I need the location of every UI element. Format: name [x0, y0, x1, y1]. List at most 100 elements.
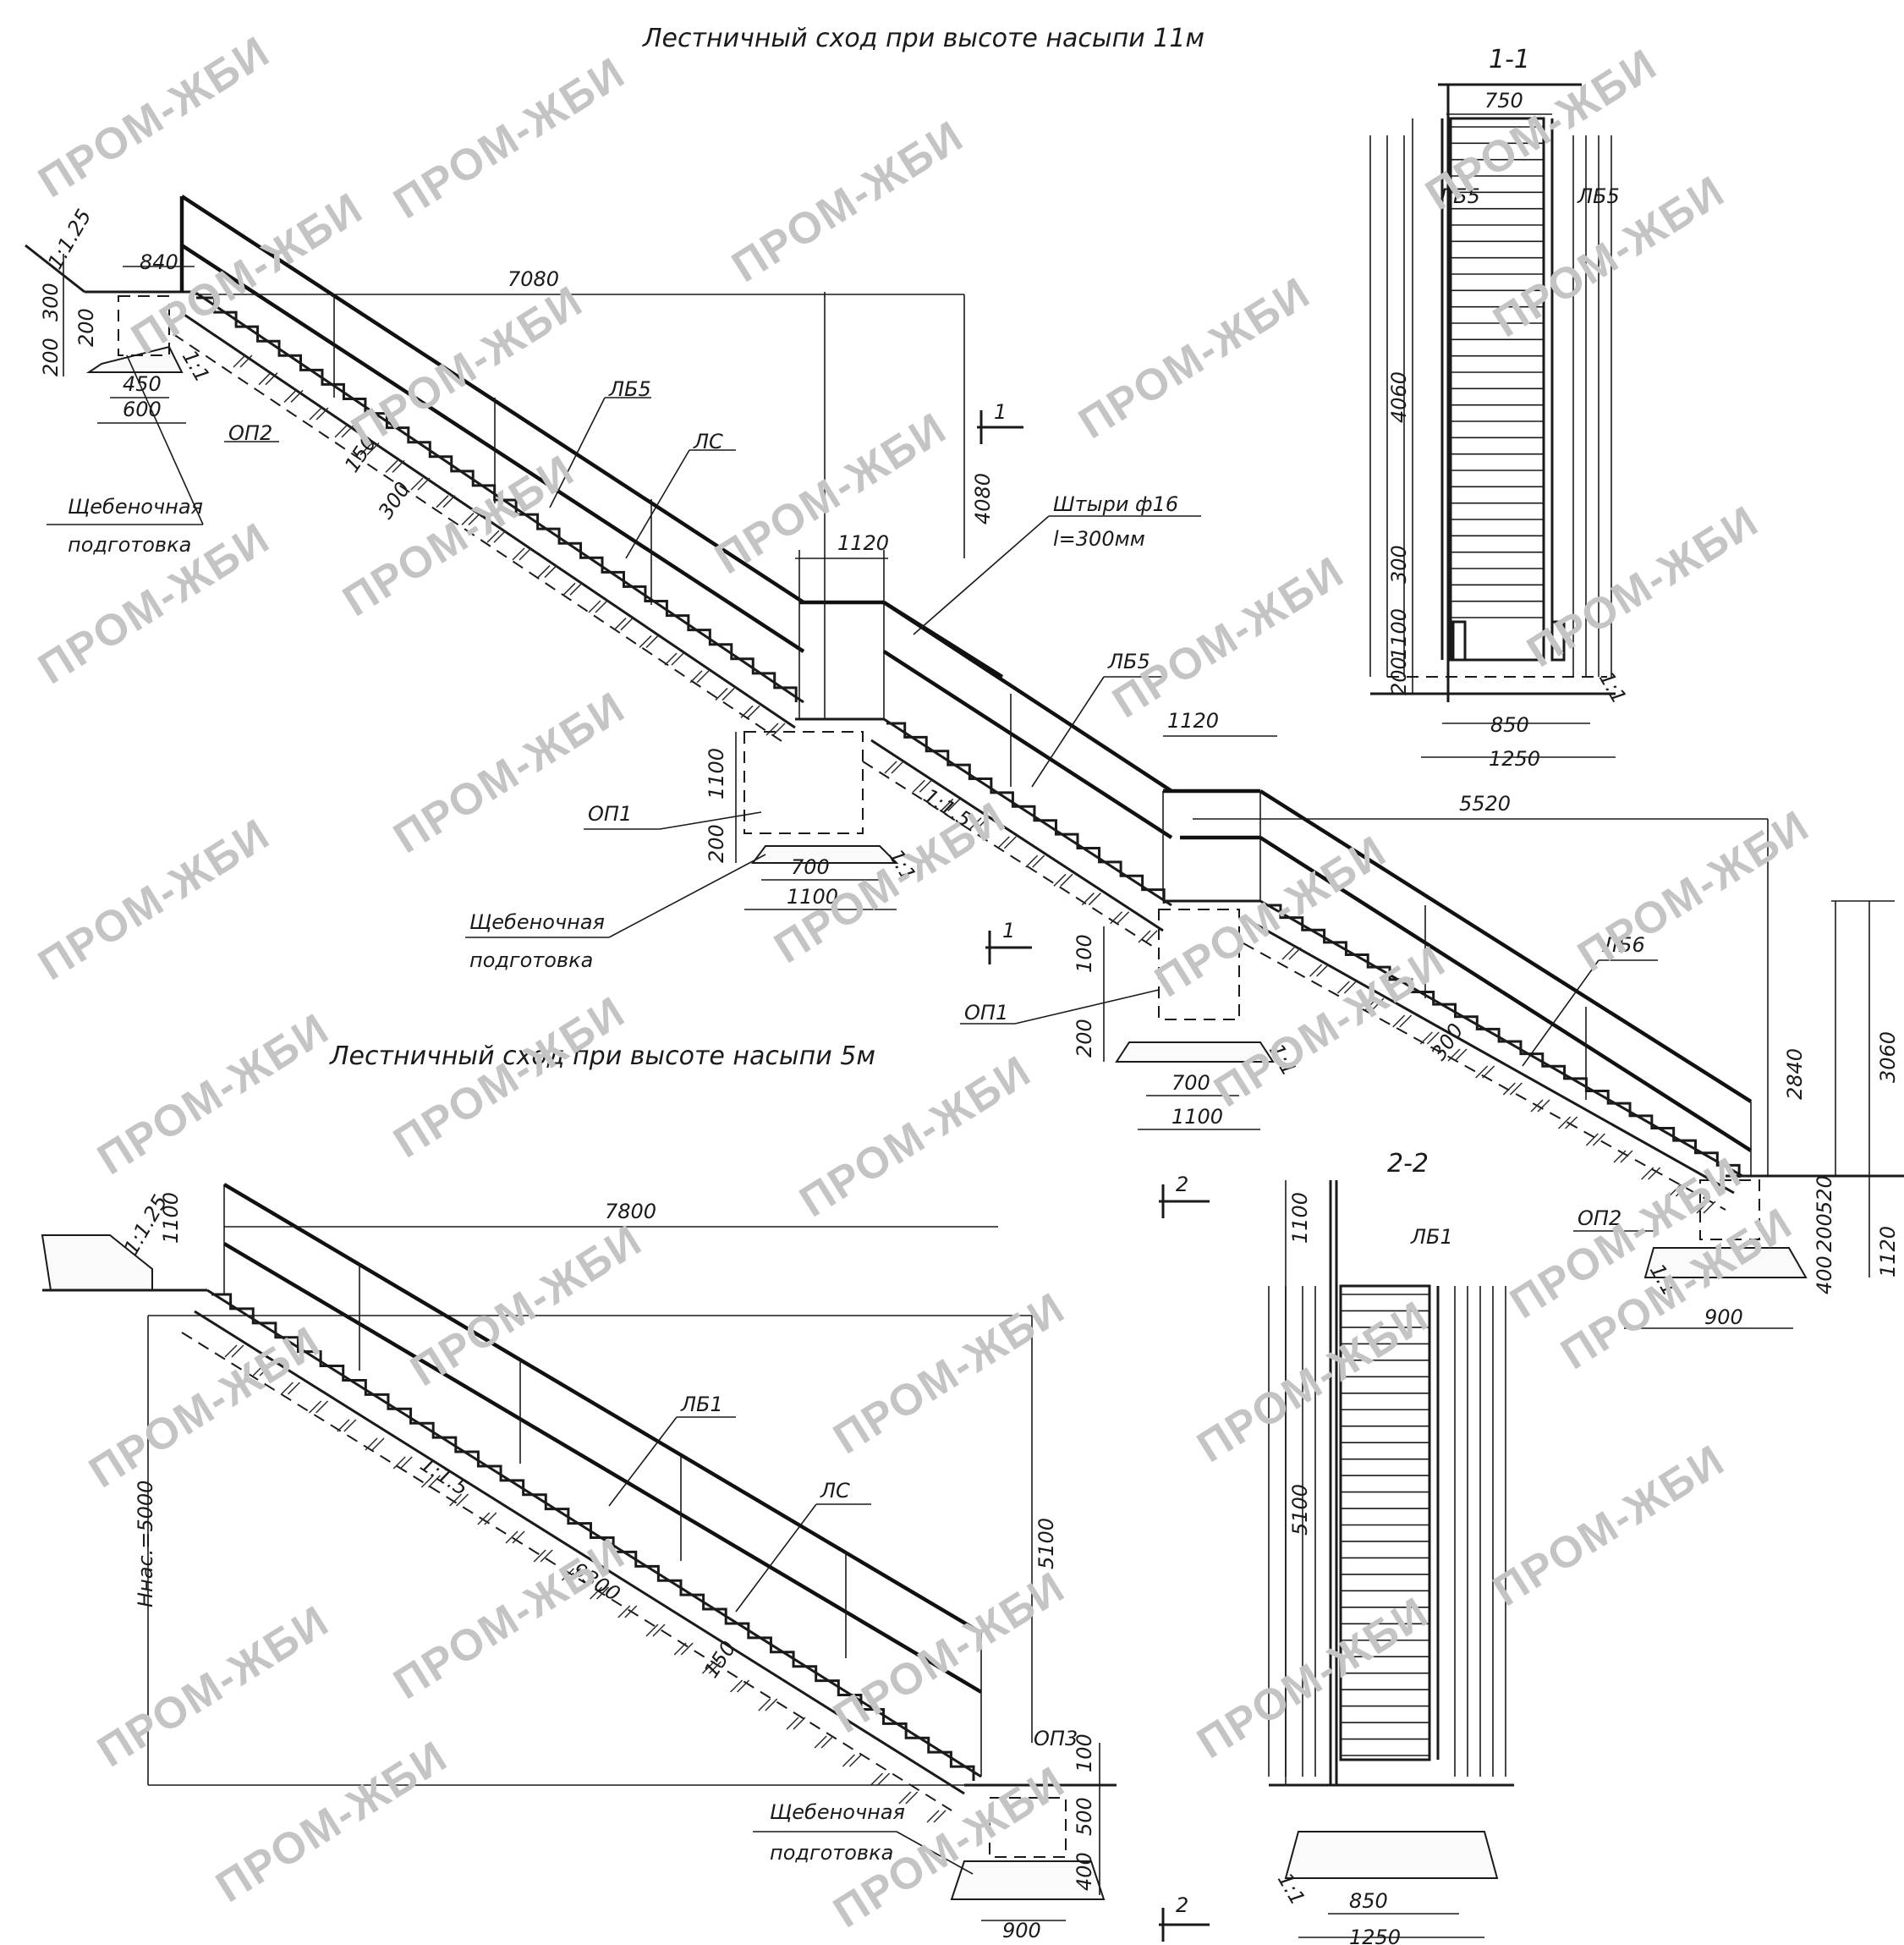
ground-hatch: [708, 1661, 722, 1674]
ground-hatch: [715, 688, 728, 701]
ground-hatch: [341, 425, 354, 438]
ground-hatch: [1648, 1167, 1661, 1180]
ground-hatch: [399, 1456, 413, 1470]
dim-7800: 7800: [605, 1200, 656, 1223]
ground-hatch: [449, 1493, 463, 1507]
dim-1120a: 1120: [837, 531, 889, 555]
middle-flight: [862, 601, 1173, 948]
label-op1-right: ОП1: [964, 1001, 1008, 1025]
label-op3: ОП3: [1034, 1727, 1078, 1750]
watermark-text: ПРОМ-ЖБИ: [386, 48, 634, 229]
upper-flight: [25, 195, 805, 745]
ground-hatch: [1144, 930, 1158, 943]
section-mark-1-1: 1-1: [1489, 45, 1530, 74]
dim-b-5100: 5100: [1034, 1518, 1058, 1569]
ground-hatch: [1336, 981, 1350, 994]
ground-hatch: [941, 798, 954, 811]
dim-4080: 4080: [971, 473, 995, 525]
ground-hatch: [912, 779, 925, 793]
dim-5520: 5520: [1459, 792, 1511, 816]
dim-200c: 200: [705, 824, 728, 863]
label-gravel-2a: Щебеночная: [469, 910, 605, 934]
stair-steps: [1262, 904, 1741, 1178]
ground-hatch: [1032, 854, 1045, 868]
ground-hatch: [1502, 1082, 1516, 1096]
watermark-text: ПРОМ-ЖБИ: [724, 112, 973, 293]
dim-b-100: 100: [1073, 1733, 1096, 1772]
label-op1-left: ОП1: [588, 802, 632, 826]
dim-840: 840: [140, 250, 178, 274]
watermark-text: ПРОМ-ЖБИ: [386, 987, 634, 1168]
ground-hatch: [588, 600, 601, 613]
ground-hatch: [359, 442, 373, 456]
ground-hatch: [1475, 1065, 1489, 1079]
slope-1-15-bottom: 1:1.5: [416, 1453, 473, 1501]
ground-hatch: [417, 477, 431, 491]
dimension-texts-sections: 750 4060 300 1100 200 850 1250 1100 5100…: [1288, 89, 1540, 1945]
ground-hatch: [1053, 873, 1067, 887]
label-gravel-3b: подготовка: [770, 1841, 893, 1865]
ground-hatch: [740, 705, 754, 718]
ground-hatch: [793, 1717, 806, 1730]
ground-hatch: [620, 618, 634, 631]
dim-200b: 200: [74, 308, 98, 347]
ground-hatch: [486, 530, 500, 543]
dim-100: 100: [1073, 934, 1096, 973]
ground-hatch: [477, 1512, 491, 1525]
ground-hatch: [758, 1698, 771, 1711]
ground-hatch: [1392, 1014, 1406, 1028]
ground-hatch: [385, 459, 398, 473]
label-lb5-mid: ЛБ5: [1107, 650, 1150, 673]
ground-hatch: [537, 565, 551, 579]
ground-hatch: [468, 512, 481, 525]
ground-hatch: [1081, 893, 1095, 906]
ground-hatch: [848, 1754, 862, 1767]
dim-700b: 700: [1171, 1071, 1210, 1095]
label-gravel-1a: Щебеночная: [68, 495, 203, 519]
watermark-text: ПРОМ-ЖБИ: [81, 1317, 330, 1498]
stair-steps: [886, 722, 1166, 904]
ground-hatch: [1117, 911, 1130, 925]
dim-300c: 300: [1427, 1019, 1468, 1065]
ground-hatch: [1025, 854, 1039, 868]
ground-hatch: [366, 442, 380, 456]
dim-s11-300: 300: [1387, 545, 1411, 584]
ground-hatch: [410, 477, 424, 491]
dim-4060: 4060: [1387, 371, 1411, 423]
ground-hatch: [613, 618, 627, 631]
ground-hatch: [1138, 930, 1151, 943]
ground-hatch: [1509, 1082, 1523, 1096]
ground-hatch: [519, 547, 532, 561]
ground-hatch: [1530, 1099, 1544, 1113]
ground-hatch: [287, 1382, 300, 1395]
ground-hatch: [975, 817, 989, 831]
ground-hatch: [540, 1549, 553, 1563]
ground-hatch: [730, 1679, 743, 1693]
dim-1120c: 1120: [1876, 1226, 1900, 1277]
landing-2: [1158, 788, 1753, 1176]
slope-1-1-d: 1:1: [1594, 668, 1632, 707]
dim-1100a: 1100: [705, 748, 728, 799]
ground-hatch: [1399, 1014, 1413, 1028]
dim-2840: 2840: [1783, 1048, 1807, 1100]
ground-hatch: [671, 652, 684, 666]
ground-hatch: [562, 582, 576, 596]
ground-hatch: [898, 1791, 912, 1805]
ground-hatch: [624, 1605, 638, 1618]
dim-b-900: 900: [1002, 1919, 1041, 1942]
ground-hatch: [337, 1419, 350, 1432]
dim-b-1100: 1100: [159, 1192, 183, 1244]
leader-lines: [47, 354, 1658, 1875]
ground-hatch: [1281, 947, 1295, 960]
dim-400: 400: [1813, 1255, 1836, 1294]
dim-s11-200: 200: [1387, 657, 1411, 695]
dim-750: 750: [1484, 89, 1523, 113]
ground-hatch: [343, 1419, 357, 1432]
ground-hatch: [365, 1437, 378, 1451]
ground-hatch: [786, 1717, 799, 1730]
ground-hatch: [590, 1586, 603, 1600]
ground-hatch: [639, 635, 652, 648]
ground-hatch: [765, 723, 779, 736]
ground-hatch: [996, 836, 1010, 849]
